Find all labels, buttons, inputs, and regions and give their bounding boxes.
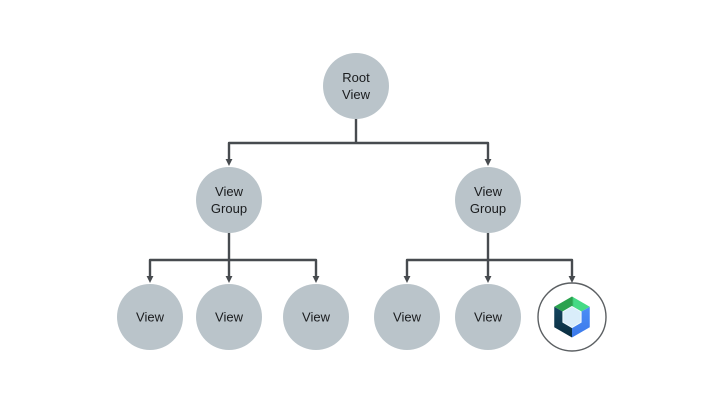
- view-5-label: View: [474, 310, 503, 325]
- view-3-label: View: [302, 310, 331, 325]
- right-branch-line: [403, 258, 576, 283]
- view-1-label: View: [136, 310, 165, 325]
- view-group-right-circle: [455, 167, 521, 233]
- view-group-right-label-line1: View: [474, 184, 503, 199]
- connector-lines: [146, 119, 576, 283]
- node-jetpack-compose: [537, 282, 607, 352]
- node-view-3: View: [283, 284, 349, 350]
- root-view-circle: [323, 53, 389, 119]
- node-view-1: View: [117, 284, 183, 350]
- view-4-label: View: [393, 310, 422, 325]
- left-branch-line: [146, 258, 320, 283]
- view-4-circle: [374, 284, 440, 350]
- node-view-2: View: [196, 284, 262, 350]
- view-group-left-label-line1: View: [215, 184, 244, 199]
- view-group-left-label-line2: Group: [211, 201, 247, 216]
- root-view-label-line2: View: [342, 87, 371, 102]
- view-3-circle: [283, 284, 349, 350]
- node-root-view: Root View: [323, 53, 389, 119]
- root-view-label-line1: Root: [342, 70, 370, 85]
- view-1-circle: [117, 284, 183, 350]
- node-view-4: View: [374, 284, 440, 350]
- view-group-left-circle: [196, 167, 262, 233]
- node-view-group-left: View Group: [196, 167, 262, 233]
- view-2-label: View: [215, 310, 244, 325]
- compose-icon-center-hexagon: [562, 305, 582, 329]
- view-group-right-label-line2: Group: [470, 201, 506, 216]
- view-5-circle: [455, 284, 521, 350]
- node-view-group-right: View Group: [455, 167, 521, 233]
- view-2-circle: [196, 284, 262, 350]
- root-branch-line: [225, 141, 492, 166]
- node-view-5: View: [455, 284, 521, 350]
- jetpack-compose-icon: [554, 296, 590, 338]
